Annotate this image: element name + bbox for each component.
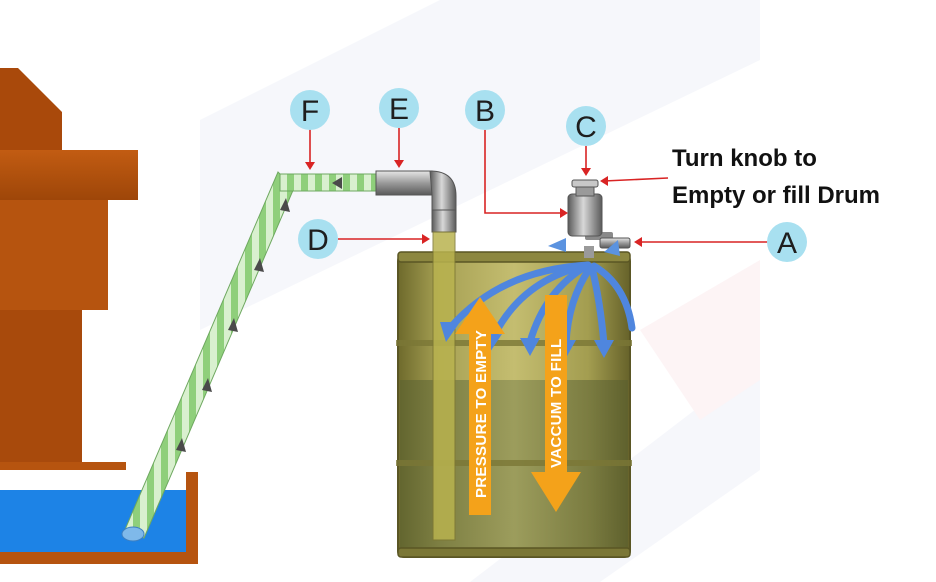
water-basin xyxy=(0,472,198,564)
machine-structure xyxy=(0,68,138,470)
instruction-line-1: Turn knob to xyxy=(672,145,817,172)
vacuum-arrow: VACCUM TO FILL xyxy=(531,295,581,512)
pressure-to-empty-label: PRESSURE TO EMPTY xyxy=(473,330,490,498)
callout-e: E xyxy=(379,88,419,128)
vaccum-to-fill-label: VACCUM TO FILL xyxy=(548,339,565,468)
callout-b: B xyxy=(465,90,505,130)
callout-f: F xyxy=(290,90,330,130)
callout-e-label: E xyxy=(389,93,409,126)
leader-lines xyxy=(305,128,768,247)
callout-f-label: F xyxy=(301,95,319,128)
air-flow-arrows xyxy=(446,261,636,348)
instruction-line-2: Empty or fill Drum xyxy=(672,182,880,209)
pressure-arrow: PRESSURE TO EMPTY xyxy=(455,297,505,515)
callout-a: A xyxy=(767,222,807,262)
instruction-text: Turn knob to Empty or fill Drum xyxy=(672,145,880,209)
callout-c: C xyxy=(566,106,606,146)
pump-valve xyxy=(548,179,631,258)
callout-c-label: C xyxy=(575,111,597,144)
callout-b-label: B xyxy=(475,95,495,128)
callout-d: D xyxy=(298,219,338,259)
callout-a-label: A xyxy=(777,227,797,260)
suction-hose xyxy=(121,171,381,542)
callout-d-label: D xyxy=(307,224,329,257)
pipe-assembly xyxy=(375,170,457,233)
hose-flow-arrows xyxy=(176,177,342,452)
